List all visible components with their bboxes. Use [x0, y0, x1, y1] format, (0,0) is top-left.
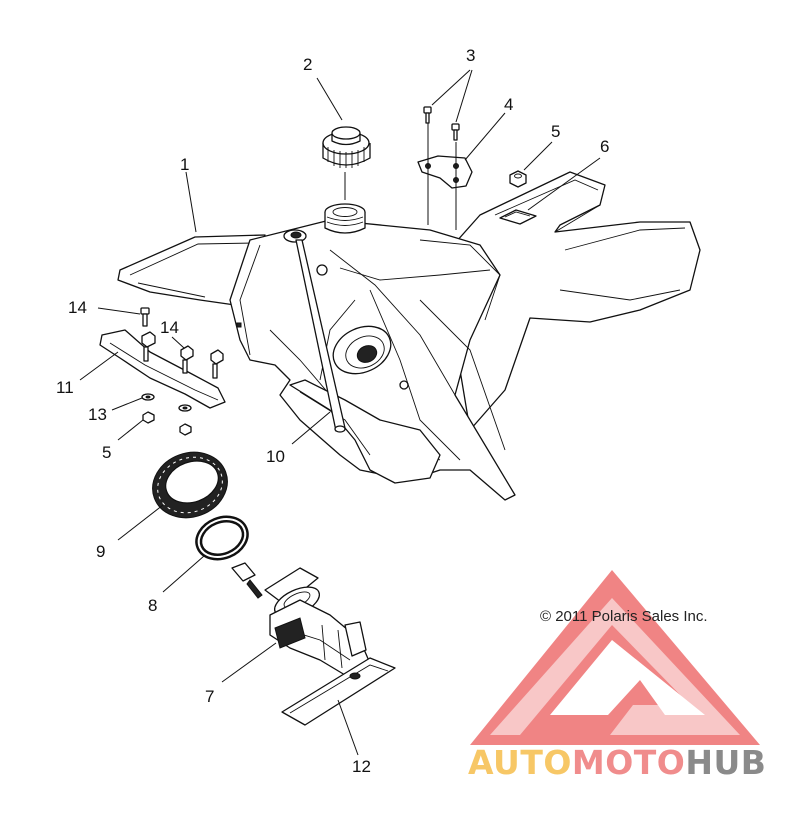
bracket-assembly	[417, 106, 473, 189]
callout-labels: 1 2 3 4 5 6 14 14 11 13 5 10 9 8 7 12	[56, 46, 609, 776]
callout-14-right: 14	[160, 318, 179, 337]
lock-ring	[152, 451, 228, 519]
fuel-tank	[117, 171, 701, 501]
watermark-triangle-icon	[470, 570, 760, 745]
copyright-notice: © 2011 Polaris Sales Inc.	[540, 608, 708, 625]
callout-8: 8	[148, 596, 157, 615]
watermark-hub: HUB	[685, 743, 766, 782]
callout-9: 9	[96, 542, 105, 561]
watermark-auto: AUTO	[468, 743, 572, 782]
fuel-cap	[322, 126, 371, 168]
callout-6: 6	[600, 137, 609, 156]
pump-seal	[195, 515, 249, 561]
callout-14-left: 14	[68, 298, 87, 317]
callout-3: 3	[466, 46, 475, 65]
callout-11: 11	[56, 378, 74, 397]
fuel-pump	[231, 562, 396, 726]
nut-and-pad	[499, 170, 537, 225]
callout-7: 7	[205, 687, 214, 706]
callout-1: 1	[180, 155, 189, 174]
callout-4: 4	[504, 95, 513, 114]
watermark-text: AUTOMOTOHUB	[468, 743, 766, 782]
callout-13: 13	[88, 405, 107, 424]
callout-2: 2	[303, 55, 312, 74]
watermark-logo	[470, 570, 760, 745]
callout-5-top: 5	[551, 122, 560, 141]
callout-5-bottom: 5	[102, 443, 111, 462]
leader-lines	[79, 69, 601, 756]
callout-12: 12	[352, 757, 371, 776]
callout-10: 10	[266, 447, 285, 466]
heat-shield	[99, 307, 226, 436]
watermark-moto: MOTO	[572, 743, 685, 782]
vent-tube	[295, 239, 346, 433]
